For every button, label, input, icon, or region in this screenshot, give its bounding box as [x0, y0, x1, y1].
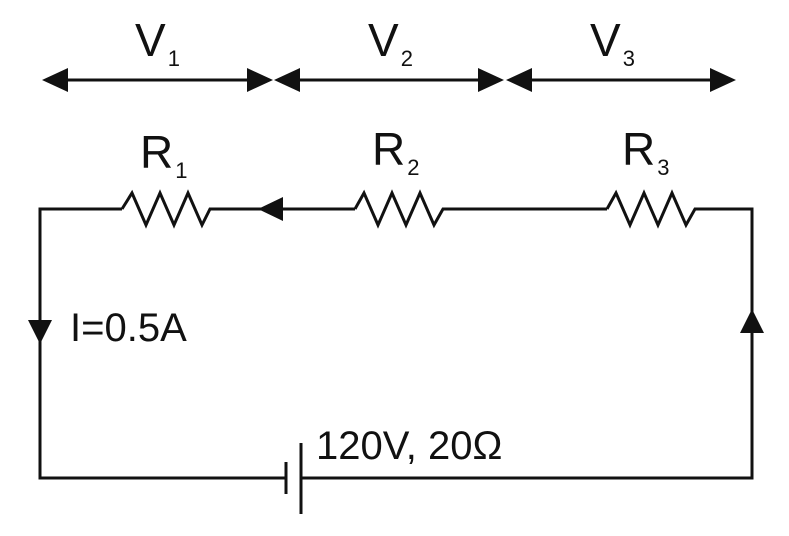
voltage-label-v2: V2 — [368, 14, 413, 71]
resistor-r2 — [353, 189, 450, 229]
resistor-label-r3: R3 — [622, 123, 669, 180]
battery-symbol — [284, 443, 303, 514]
voltage-arrow-v1 — [42, 68, 273, 92]
voltage-arrow-v3 — [506, 68, 736, 92]
current-arrow-left — [28, 320, 52, 344]
voltage-label-v1: V1 — [135, 14, 180, 71]
battery-label: 120V, 20Ω — [316, 424, 502, 468]
resistor-r1 — [120, 189, 218, 229]
current-arrow-top — [258, 197, 283, 221]
resistor-label-r1: R1 — [140, 126, 187, 183]
resistor-r3 — [605, 189, 703, 229]
current-arrow-right — [740, 309, 764, 333]
current-label: I=0.5A — [70, 306, 187, 350]
resistor-label-r2: R2 — [372, 123, 419, 180]
wire-right — [301, 207, 754, 480]
voltage-label-v3: V3 — [590, 14, 635, 71]
voltage-arrow-v2 — [274, 68, 504, 92]
